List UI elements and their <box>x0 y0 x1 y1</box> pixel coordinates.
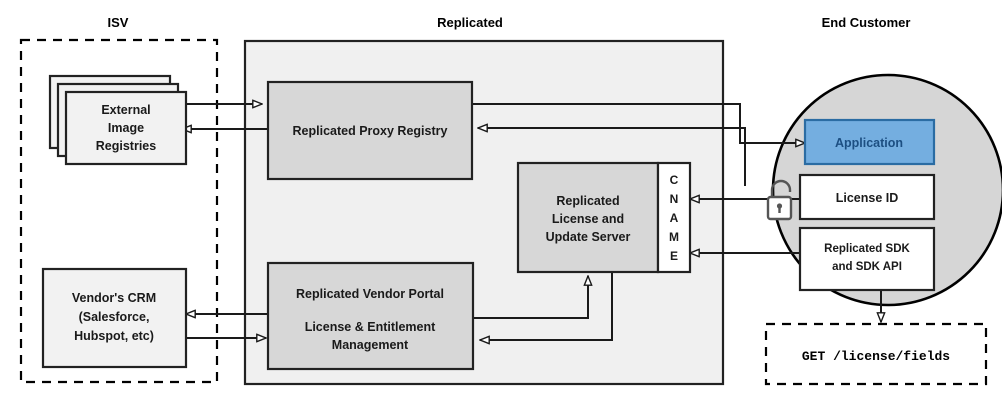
replicated-license-and-update-server[interactable] <box>516 161 660 274</box>
external-image-registries-label-line2: Image <box>108 121 144 135</box>
replicated-vendor-portal[interactable] <box>266 261 475 371</box>
isv-zone-boundary <box>19 38 219 384</box>
application[interactable] <box>803 118 936 166</box>
license-id-label: License ID <box>836 191 899 205</box>
cname-letter-c: C <box>670 173 679 187</box>
zone-label-replicated: Replicated <box>437 15 503 30</box>
license-server-label-line1: Replicated <box>556 194 619 208</box>
vendors-crm-label-line2: (Salesforce, <box>79 310 150 324</box>
vendor-portal-label-line1: Replicated Vendor Portal <box>296 287 444 301</box>
vendor-portal-label-line3: License & Entitlement <box>305 320 436 334</box>
license-server-label-line2: License and <box>552 212 624 226</box>
replicated-proxy-registry[interactable] <box>266 80 474 181</box>
connector-application-to-proxy <box>478 128 746 129</box>
vendor-portal-label-line4: Management <box>332 338 409 352</box>
api-call-label: GET /license/fields <box>802 349 950 364</box>
cname-letter-a: A <box>670 211 679 225</box>
replicated-sdk-label-line2: and SDK API <box>832 261 902 273</box>
cname-letter-n: N <box>670 192 679 206</box>
connector-license-server-to-portal <box>480 272 613 340</box>
replicated-sdk-label-line1: Replicated SDK <box>824 243 910 255</box>
vendors-crm-label-line1: Vendor's CRM <box>72 291 156 305</box>
cname-letter-e: E <box>670 249 678 263</box>
cname-strip[interactable] <box>656 161 692 274</box>
vendors-crm[interactable] <box>41 267 188 369</box>
replicated-sdk[interactable] <box>798 226 936 292</box>
external-image-registries-label-line1: External <box>101 103 150 117</box>
api-call-box <box>764 322 988 386</box>
connector-proxy-to-application <box>472 103 805 143</box>
license-server-label-line3: Update Server <box>546 230 631 244</box>
connector-portal-to-license-server <box>473 276 588 319</box>
external-image-registries[interactable] <box>64 90 188 166</box>
vendors-crm-label-line3: Hubspot, etc) <box>74 329 154 343</box>
application-label: Application <box>835 136 903 150</box>
unlock-icon <box>766 179 793 221</box>
zone-label-end-customer: End Customer <box>822 15 911 30</box>
license-id[interactable] <box>798 173 936 221</box>
replicated-proxy-registry-label: Replicated Proxy Registry <box>293 124 448 138</box>
external-image-registries-label-line3: Registries <box>96 139 156 153</box>
zone-label-isv: ISV <box>108 15 129 30</box>
cname-letter-m: M <box>669 230 679 244</box>
